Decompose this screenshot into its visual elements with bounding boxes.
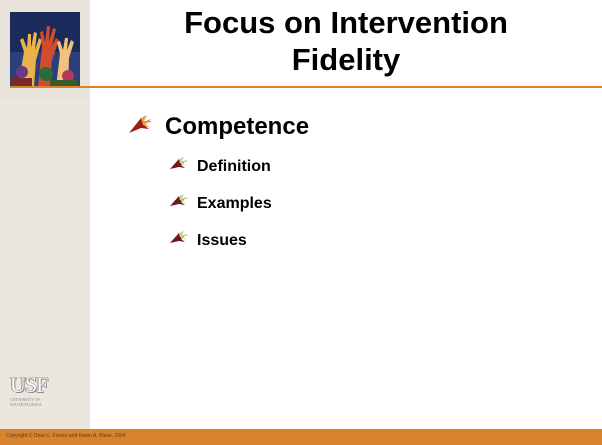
usf-logo-text: USF bbox=[10, 372, 49, 397]
usf-logo: USF UNIVERSITY OF SOUTH FLORIDA bbox=[10, 372, 52, 418]
hands-raised-icon bbox=[10, 12, 80, 87]
usf-logo-sub-line-2: SOUTH FLORIDA bbox=[10, 402, 42, 407]
bullet-competence: Competence bbox=[127, 113, 309, 141]
copyright-text: Copyright © Dean L. Fixsen and Karen A. … bbox=[6, 433, 126, 439]
arrow-bullet-icon bbox=[127, 114, 155, 140]
sub-bullet-label: Issues bbox=[197, 231, 247, 249]
title-line-1: Focus on Intervention bbox=[184, 5, 508, 40]
sub-bullet-label: Definition bbox=[197, 157, 271, 175]
title-underline-bar bbox=[10, 86, 602, 88]
small-arrow-bullet-icon bbox=[169, 157, 191, 176]
usf-logo-subtext: UNIVERSITY OF SOUTH FLORIDA bbox=[10, 397, 52, 407]
left-sidebar-lower bbox=[0, 98, 90, 430]
slide-title: Focus on Intervention Fidelity bbox=[96, 4, 596, 78]
bullet-label: Competence bbox=[165, 113, 310, 140]
sub-bullet-examples: Examples bbox=[169, 194, 272, 213]
small-arrow-bullet-icon bbox=[169, 231, 191, 250]
usf-logo-sub-line-1: UNIVERSITY OF bbox=[10, 397, 40, 402]
sub-bullet-label: Examples bbox=[197, 194, 272, 212]
footer-bar bbox=[0, 429, 602, 445]
title-line-2: Fidelity bbox=[291, 42, 401, 77]
sub-bullet-definition: Definition bbox=[169, 157, 271, 176]
small-arrow-bullet-icon bbox=[169, 194, 191, 213]
sub-bullet-issues: Issues bbox=[169, 231, 247, 250]
